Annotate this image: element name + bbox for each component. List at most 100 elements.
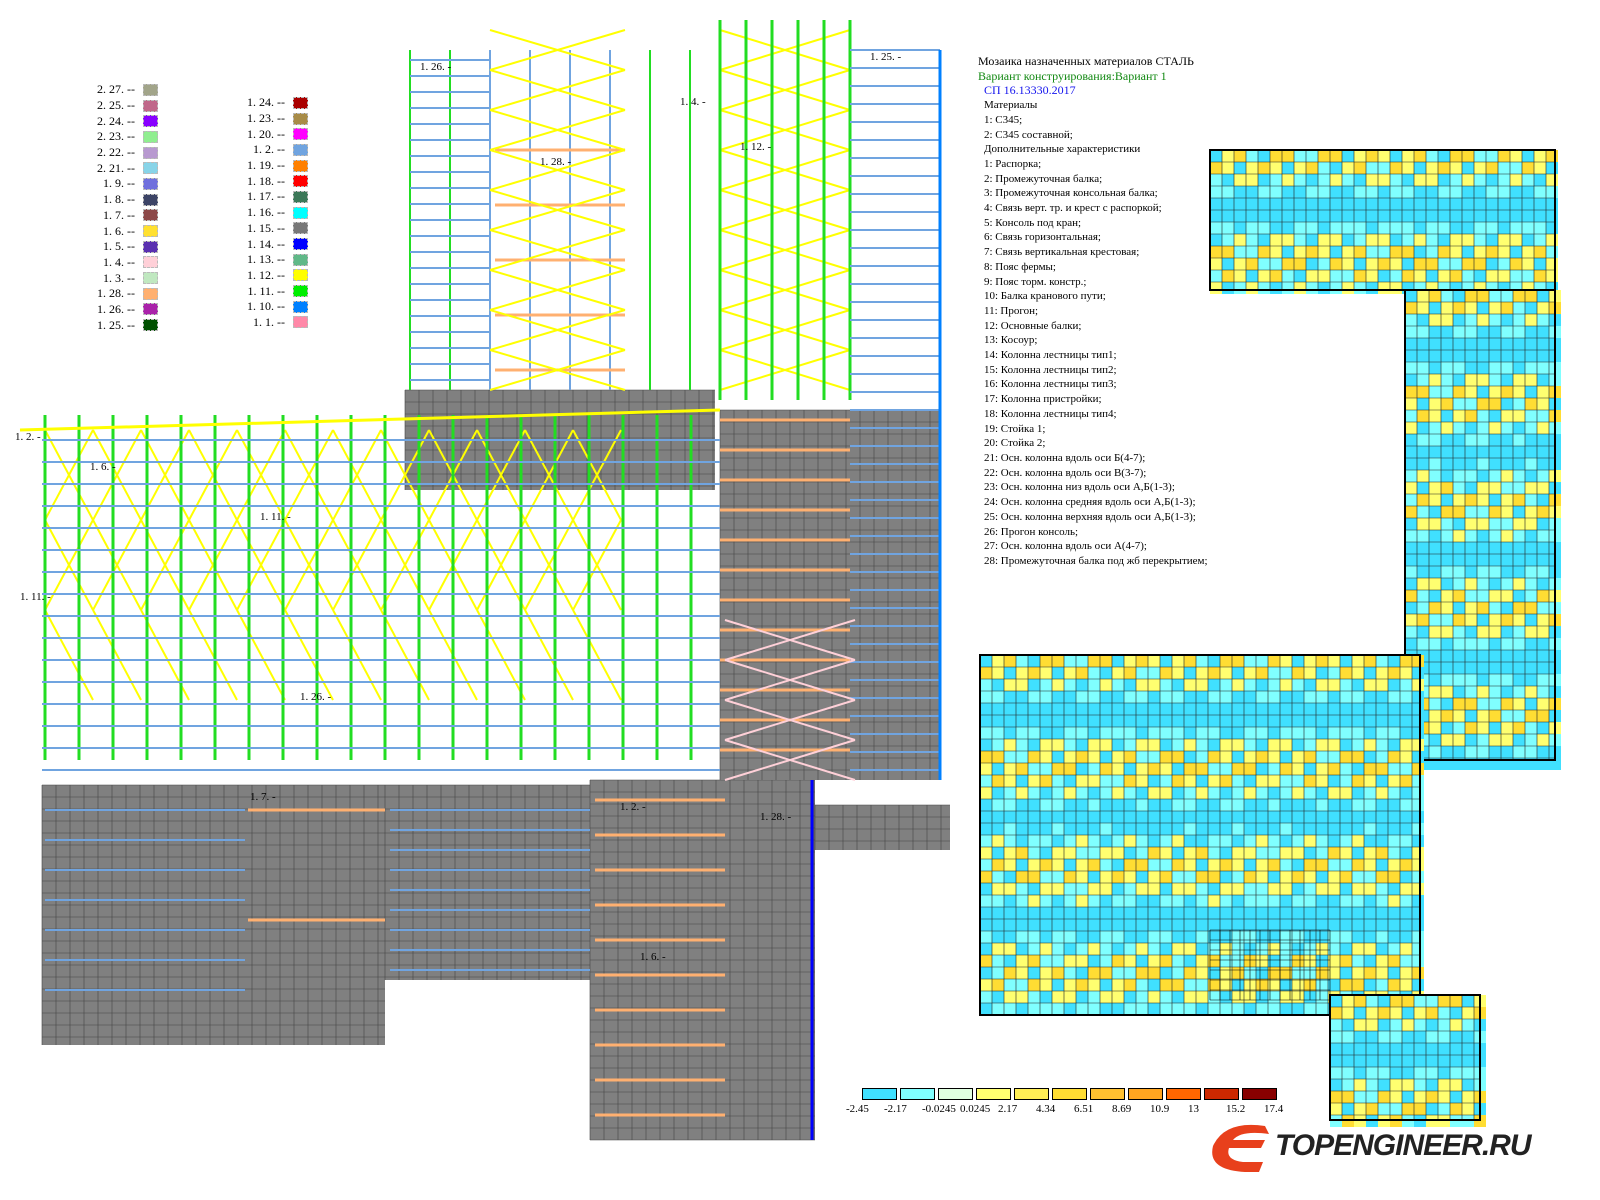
plan-cell [1268,859,1280,871]
plan-cell [1160,823,1172,835]
plan-cell [1282,222,1294,234]
plan-cell [1208,823,1220,835]
plan-cell [1064,931,1076,943]
characteristic-item: 25: Осн. колонна верхняя вдоль оси А,Б(1… [984,510,1196,523]
plan-cell [1450,222,1462,234]
plan-cell [1364,967,1376,979]
plan-cell [1354,234,1366,246]
plan-cell [1124,775,1136,787]
plan-cell [1256,763,1268,775]
plan-cell [1208,667,1220,679]
plan-cell [1465,506,1477,518]
legend-swatch [143,99,158,112]
plan-cell [1016,883,1028,895]
plan-cell [1453,674,1465,686]
plan-cell [1414,210,1426,222]
plan-cell [1028,835,1040,847]
plan-cell [1525,338,1537,350]
legend-swatch [143,287,158,300]
plan-cell [1441,398,1453,410]
plan-cell [1328,751,1340,763]
plan-cell [1477,734,1489,746]
plan-cell [1112,979,1124,991]
material-legend-left: 2. 27. --2. 25. --2. 24. --2. 23. --2. 2… [92,82,158,333]
plan-cell [1318,210,1330,222]
plan-cell [1256,931,1268,943]
plan-cell [1340,715,1352,727]
plan-cell [1465,470,1477,482]
plan-cell [1256,907,1268,919]
plan-cell [980,943,992,955]
plan-cell [1354,1067,1366,1079]
plan-cell [1232,907,1244,919]
design-variant: Вариант конструирования:Вариант 1 [978,68,1167,83]
info-panel: Мозаика назначенных материалов СТАЛЬ Вар… [978,54,1208,569]
plan-cell [1246,222,1258,234]
plan-cell [1232,775,1244,787]
plan-cell [1220,799,1232,811]
plan-cell [1465,386,1477,398]
plan-cell [1525,578,1537,590]
scale-label: 15.2 [1226,1103,1246,1115]
plan-cell [1441,686,1453,698]
plan-cell [1088,967,1100,979]
plan-cell [1441,434,1453,446]
plan-cell [1388,691,1400,703]
plan-cell [1378,995,1390,1007]
legend-label: 2. 23. -- [97,129,135,144]
plan-cell [1196,679,1208,691]
characteristic-item: 15: Колонна лестницы тип2; [984,363,1117,376]
characteristic-item: 4: Связь верт. тр. и крест с распоркой; [984,202,1162,215]
plan-cell [1465,638,1477,650]
plan-cell [1525,566,1537,578]
plan-cell [1525,746,1537,758]
plan-cell [1477,446,1489,458]
plan-cell [1148,1003,1160,1015]
plan-cell [1076,787,1088,799]
legend-item: 2. 27. -- [92,82,158,98]
plan-cell [1501,446,1513,458]
plan-cell [1004,811,1016,823]
plan-cell [1318,234,1330,246]
plan-cell [1136,799,1148,811]
plan-cell [1052,943,1064,955]
member-label: 1. 2. - [15,431,41,443]
plan-cell [1450,186,1462,198]
plan-cell [1489,602,1501,614]
plan-cell [1246,162,1258,174]
plan-cell [1462,150,1474,162]
plan-cell [1366,1043,1378,1055]
plan-cell [1270,258,1282,270]
plan-cell [1534,210,1546,222]
plan-cell [1282,174,1294,186]
plan-cell [1364,943,1376,955]
plan-cell [1220,787,1232,799]
plan-cell [1160,955,1172,967]
plan-cell [1477,698,1489,710]
plan-cell [1426,174,1438,186]
plan-cell [1453,746,1465,758]
plan-cell [1417,626,1429,638]
plan-cell [1328,703,1340,715]
plan-cell [1052,691,1064,703]
plan-cell [1196,655,1208,667]
plan-cell [1270,270,1282,282]
plan-cell [1016,739,1028,751]
plan-cell [1196,991,1208,1003]
plan-cell [1184,763,1196,775]
plan-cell [1270,234,1282,246]
member-label: 1. 26. - [420,61,452,73]
plan-cell [1076,919,1088,931]
plan-cell [1498,246,1510,258]
plan-cell [1378,234,1390,246]
plan-cell [1429,398,1441,410]
plan-cell [1513,710,1525,722]
plan-cell [1477,626,1489,638]
plan-cell [1513,626,1525,638]
legend-swatch [143,240,158,253]
characteristic-item: 10: Балка кранового пути; [984,290,1106,303]
member-label: 1. 28. - [760,811,792,823]
plan-cell [980,919,992,931]
legend-swatch [293,143,308,156]
plan-cell [1316,979,1328,991]
